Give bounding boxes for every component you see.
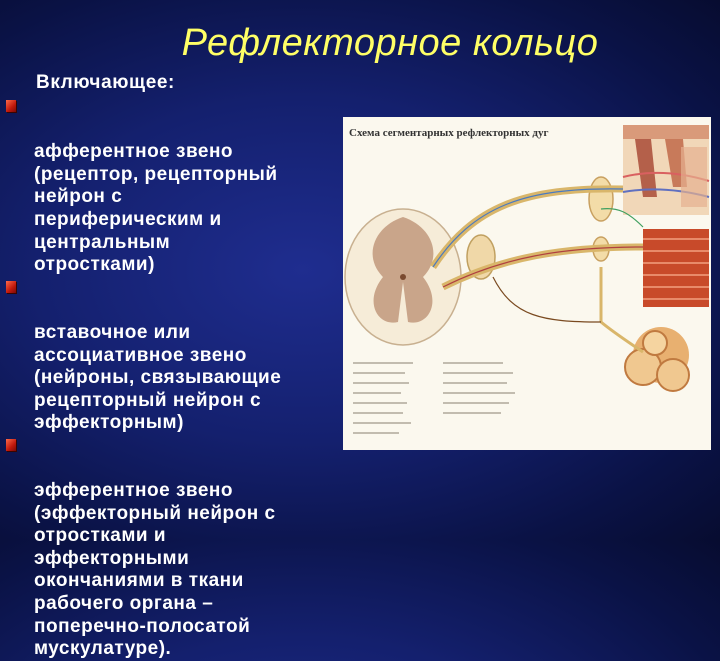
gut-illustration [624, 327, 690, 392]
muscle-illustration [643, 229, 709, 307]
reflex-arc-illustration [344, 125, 710, 434]
bullet-square-icon [6, 100, 16, 112]
bullet-associative: вставочное или ассоциативное звено (нейр… [6, 277, 336, 435]
sympathetic-ganglion [588, 176, 614, 222]
bullet-afferent: афферентное звено (рецептор, рецепторный… [6, 96, 336, 277]
slide-title: Рефлекторное кольцо [181, 22, 599, 64]
intro-text: Включающее: [36, 72, 175, 93]
figure-title: Схема сегментарных рефлекторных дуг [349, 127, 549, 139]
legend-lines [353, 362, 515, 434]
bullet-afferent-text: афферентное звено (рецептор, рецепторный… [34, 141, 278, 276]
bullet-associative-text: вставочное или ассоциативное звено (нейр… [34, 321, 282, 434]
nerve-pathways [430, 185, 644, 354]
skin-illustration [622, 125, 710, 215]
spinal-cord-section [344, 208, 462, 346]
bullet-square-icon [6, 280, 16, 293]
reflex-arc-figure: Схема сегментарных рефлекторных дуг [343, 117, 711, 450]
bullet-efferent: эфферентное звено (эффекторный нейрон с … [6, 435, 336, 661]
bullet-efferent-text: эфферентное звено (эффекторный нейрон с … [34, 480, 276, 660]
bullet-square-icon [6, 438, 16, 451]
bullet-list: афферентное звено (рецептор, рецепторный… [6, 96, 336, 661]
